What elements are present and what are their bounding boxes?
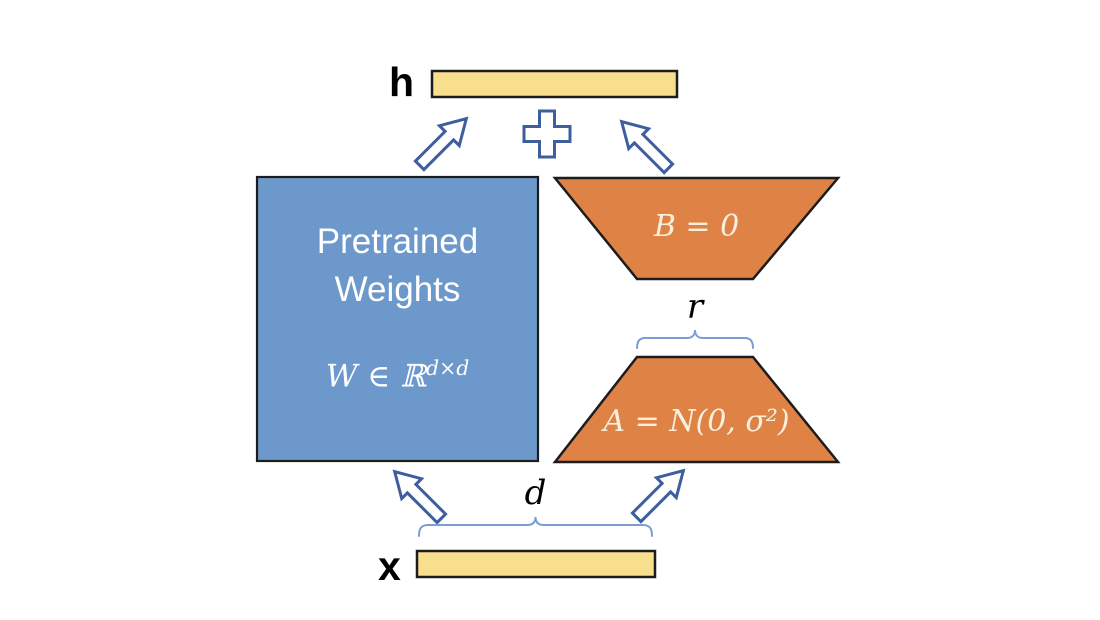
lora-a-label: A = N(0, σ²) (552, 407, 841, 437)
plus-icon (522, 109, 572, 159)
input-vector-label: x (378, 543, 401, 589)
pretrained-formula: W ∈ ℝd×d (257, 358, 538, 392)
output-vector-label: h (389, 59, 415, 105)
pretrained-weights-box (255, 175, 540, 463)
arrow-x-to-a-icon (630, 468, 686, 524)
lora-a-trapezoid (552, 355, 841, 464)
pretrained-title-line2: Weights (334, 270, 461, 309)
pretrained-formula-base: W ∈ ℝ (325, 358, 426, 395)
arrow-x-to-pretrained-icon (392, 469, 448, 525)
arrow-b-to-h-icon (619, 119, 675, 175)
output-vector-bar (430, 69, 679, 99)
arrow-pretrained-to-h-icon (413, 116, 469, 172)
pretrained-formula-superscript: d×d (425, 356, 470, 380)
lora-b-label: B = 0 (653, 209, 740, 244)
lora-a-formula-pre: A = (603, 404, 670, 439)
pretrained-title-line1: Pretrained (316, 222, 479, 261)
input-vector-bar (415, 549, 657, 579)
lora-b-trapezoid (552, 176, 841, 281)
lora-a-script-n: N (669, 404, 696, 439)
dim-brace-icon (418, 516, 653, 537)
dim-label: d (524, 473, 547, 513)
rank-label: r (686, 287, 704, 327)
lora-a-formula-post: (0, σ²) (695, 404, 790, 439)
rank-brace-icon (636, 329, 754, 349)
